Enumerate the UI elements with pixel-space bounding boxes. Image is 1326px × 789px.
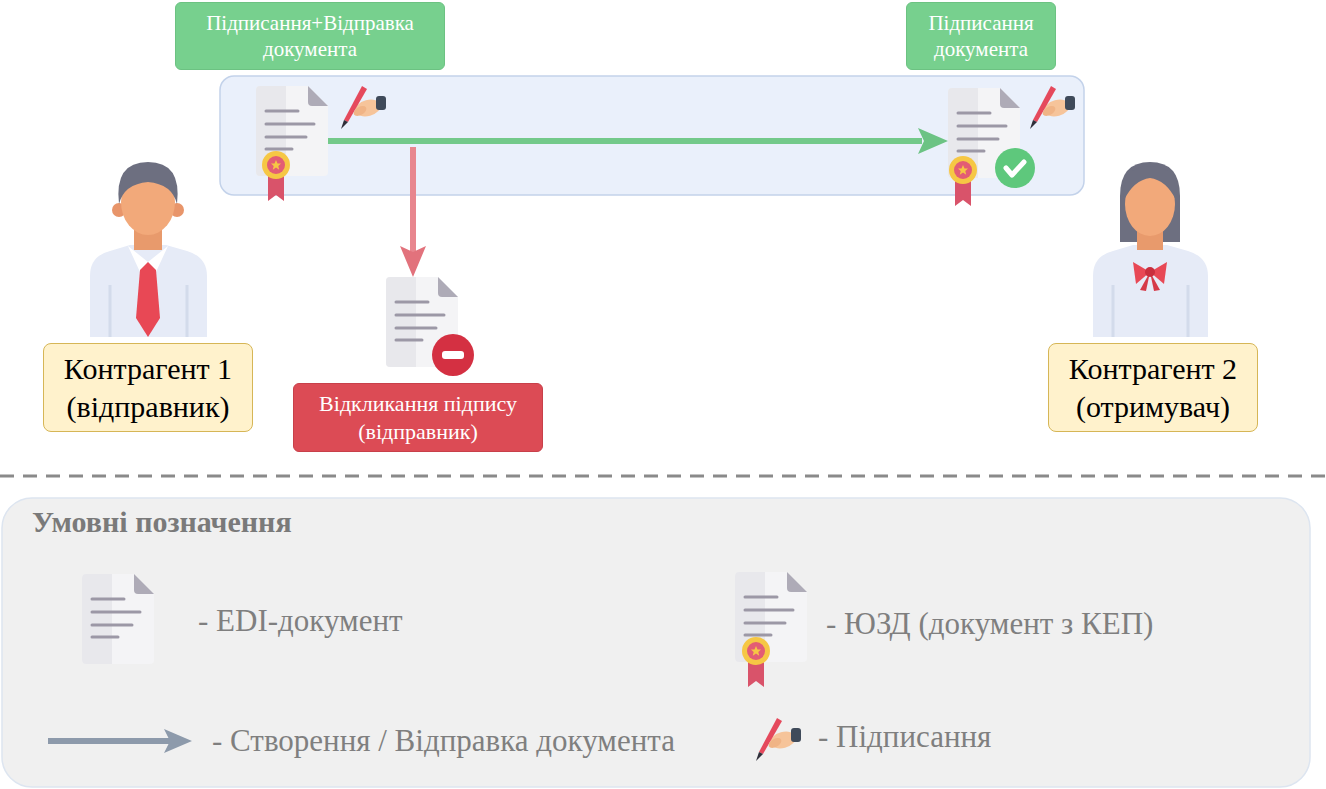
party-box: Контрагент 1 (відправник)	[43, 343, 253, 432]
legend-panel	[2, 498, 1310, 787]
legend-pen-icon	[756, 718, 801, 761]
revoke-arrow	[400, 147, 426, 277]
legend-title: Умовні позначення	[32, 505, 292, 538]
step-label: Підписання+Відправка документа	[175, 2, 445, 70]
step-label: Підписання документа	[906, 2, 1056, 70]
node-text: Підписання+Відправка документа	[184, 10, 436, 63]
revoke-label: Відкликання підпису (відправник)	[293, 383, 543, 452]
signing-icon	[341, 86, 386, 129]
legend-text: - Створення / Відправка документа	[212, 724, 675, 758]
legend-signed-icon	[735, 572, 807, 687]
divider-line	[0, 475, 1326, 478]
legend-arrow	[48, 729, 192, 753]
legend-text: - EDI-документ	[198, 604, 403, 638]
flow-arrow	[328, 128, 948, 154]
node-text: Відкликання підпису (відправник)	[302, 390, 534, 445]
signed-document-icon	[256, 86, 328, 201]
legend-edi-icon	[82, 574, 154, 664]
node-text: Контрагент 1 (відправник)	[52, 350, 244, 425]
revoked-document-icon	[386, 277, 474, 376]
person-sender	[90, 162, 207, 337]
party-box: Контрагент 2 (отримувач)	[1048, 343, 1258, 432]
person-recipient	[1093, 162, 1208, 337]
legend-text: - ЮЗД (документ з КЕП)	[826, 607, 1153, 641]
signed-document-icon	[948, 88, 1035, 206]
node-text: Контрагент 2 (отримувач)	[1057, 350, 1249, 425]
legend-text: - Підписання	[818, 720, 991, 754]
signing-icon	[1030, 86, 1075, 129]
node-text: Підписання документа	[915, 10, 1047, 63]
